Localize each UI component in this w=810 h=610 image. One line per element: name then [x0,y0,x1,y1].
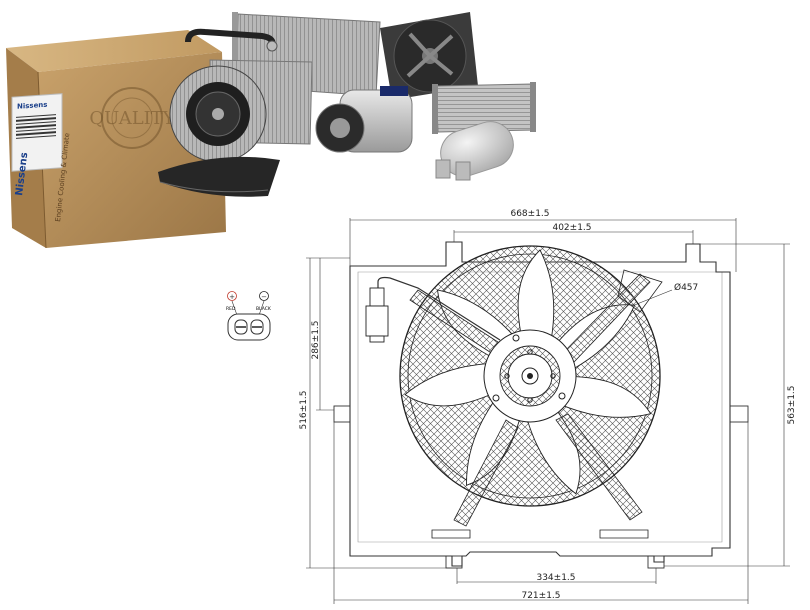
dim-left-inner: 286±1.5 [311,258,334,411]
right-mount-tab [729,405,749,423]
fan-hub [483,329,577,423]
quality-seal-icon: QUALITY [89,87,176,149]
dim-left-height-label: 516±1.5 [299,390,309,429]
box-seal-text: QUALITY [89,108,175,129]
dim-left-inner-label: 286±1.5 [311,320,321,359]
dim-bottom-outer: 721±1.5 [333,422,749,604]
connector-body-icon [227,313,271,341]
ac-compressor-image [315,86,413,153]
plus-symbol: + [229,293,235,301]
radiator-image [432,82,536,134]
technical-drawing: 668±1.5 402±1.5 Ø457 516±1.5 286±1.5 [299,209,797,604]
dim-bottom-outer-label: 721±1.5 [521,591,560,601]
dim-bottom-inner: 334±1.5 [456,568,657,584]
dim-fan-diameter: Ø457 [631,282,698,307]
fan-shroud-image [380,12,478,100]
product-photo: QUALITY Nissens Nissens Engine Cooling &… [6,12,536,249]
box-label: Nissens [11,93,63,172]
minus-wire-color: BLACK [256,306,272,312]
dim-fan-diameter-label: Ø457 [674,282,698,293]
wire-harness [365,276,501,343]
dim-bottom-inner-label: 334±1.5 [536,573,575,583]
receiver-drier-image [435,121,514,181]
dim-top-inner: 402±1.5 [453,223,694,244]
box-brand: Nissens [14,152,30,197]
plus-wire-color: RED [226,306,236,312]
dim-right-height: 563±1.5 [664,243,797,567]
dim-top-outer-label: 668±1.5 [510,209,549,219]
blower-motor-image [158,65,280,197]
dim-top-inner-label: 402±1.5 [552,223,591,233]
box-label-brand: Nissens [17,101,47,111]
connector-diagram: + − RED BLACK [226,291,272,341]
dim-left-height: 516±1.5 [299,257,450,569]
dim-right-height-label: 563±1.5 [787,385,797,424]
minus-symbol: − [261,293,267,301]
ac-pipe-image [185,28,278,52]
bottom-left-mount [445,555,463,569]
left-mount-tab [333,405,351,423]
barcode-icon [16,114,56,139]
minus-terminal-icon [259,291,269,301]
plus-terminal-icon [227,291,237,301]
